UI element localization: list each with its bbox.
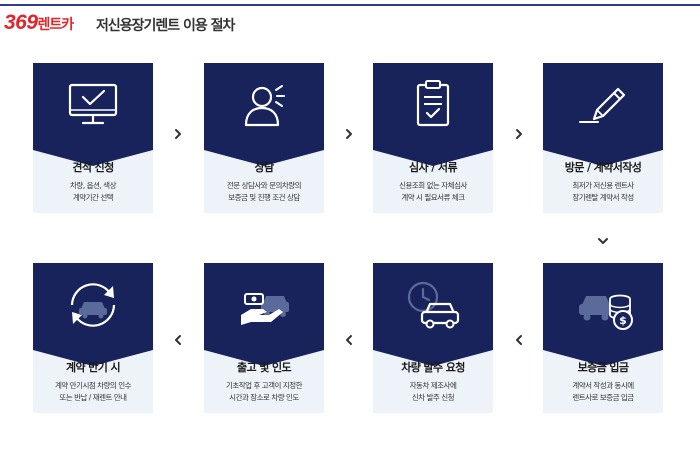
step-card-quote: 견적 신청 차량, 옵션, 색상 계약기간 선택 bbox=[33, 63, 153, 213]
step-title: 보증금 입금 bbox=[577, 361, 629, 374]
step-description: 신용조회 없는 자체심사 계약 시 필요서류 체크 bbox=[399, 181, 467, 202]
card-header bbox=[204, 263, 324, 350]
chevron-right-icon bbox=[342, 127, 356, 141]
step-description: 계약 만기시점 차량의 인수 또는 반납 / 재렌트 안내 bbox=[54, 381, 132, 402]
step-card-order: 차량 발주 요청 자동차 제조사에 신차 발주 신청 bbox=[373, 263, 493, 413]
step-title: 출고 및 인도 bbox=[236, 361, 292, 374]
step-card-consult: 상담 전문 상담사와 문의차량의 보증금 및 진행 조건 상담 bbox=[204, 63, 324, 213]
step-card-expiry: 계약 만기 시 계약 만기시점 차량의 인수 또는 반납 / 재렌트 안내 bbox=[33, 263, 153, 413]
hand-car-icon bbox=[241, 293, 289, 325]
brand-number: 369 bbox=[4, 11, 38, 34]
chevron-down-icon bbox=[596, 234, 610, 248]
card-header bbox=[543, 63, 663, 150]
step-description: 자동차 제조사에 신차 발주 신청 bbox=[409, 381, 457, 402]
brand-logo: 369렌트카 bbox=[4, 11, 75, 35]
clock-car-icon bbox=[407, 281, 460, 329]
card-header: $ bbox=[543, 263, 663, 350]
page-title: 저신용장기렌트 이용 절차 bbox=[96, 18, 235, 34]
step-description: 전문 상담사와 문의차량의 보증금 및 진행 조건 상담 bbox=[226, 181, 302, 202]
chevron-left-icon bbox=[512, 333, 526, 347]
step-card-review: 심사 / 서류 신용조회 없는 자체심사 계약 시 필요서류 체크 bbox=[373, 63, 493, 213]
chevron-left-icon bbox=[342, 333, 356, 347]
step-title: 계약 만기 시 bbox=[65, 361, 121, 374]
card-header bbox=[204, 63, 324, 150]
card-header bbox=[33, 263, 153, 350]
card-header bbox=[373, 63, 493, 150]
car-coins-icon: $ bbox=[579, 294, 633, 330]
card-header bbox=[33, 63, 153, 150]
pen-icon bbox=[579, 87, 626, 123]
consultant-icon bbox=[244, 85, 285, 127]
brand-name: 렌트카 bbox=[37, 17, 75, 33]
chevron-left-icon bbox=[171, 333, 185, 347]
step-card-visit: 방문 / 계약서작성 최저가 저신용 렌트사 장기렌탈 계약서 작성 bbox=[543, 63, 663, 213]
step-description: 차량, 옵션, 색상 계약기간 선택 bbox=[70, 181, 116, 202]
step-description: 계약서 작성과 동시에 렌트사로 보증금 입금 bbox=[572, 381, 634, 402]
step-title: 심사 / 서류 bbox=[409, 161, 458, 174]
step-description: 기초작업 후 고객이 지정한 시간과 장소로 차량 인도 bbox=[225, 381, 303, 402]
svg-text:$: $ bbox=[619, 314, 627, 327]
clipboard-check-icon bbox=[416, 80, 450, 127]
header: 369렌트카 저신용장기렌트 이용 절차 bbox=[0, 0, 700, 40]
step-title: 견적 신청 bbox=[72, 161, 114, 174]
step-title: 방문 / 계약서작성 bbox=[564, 161, 642, 174]
chevron-right-icon bbox=[171, 127, 185, 141]
step-card-delivery: 출고 및 인도 기초작업 후 고객이 지정한 시간과 장소로 차량 인도 bbox=[204, 263, 324, 413]
card-header bbox=[373, 263, 493, 350]
header-line bbox=[0, 4, 700, 6]
car-cycle-icon bbox=[70, 283, 116, 327]
monitor-check-icon bbox=[68, 83, 118, 125]
step-card-deposit: $ 보증금 입금 계약서 작성과 동시에 렌트사로 보증금 입금 bbox=[543, 263, 663, 413]
chevron-right-icon bbox=[512, 127, 526, 141]
step-title: 상담 bbox=[254, 161, 274, 174]
step-title: 차량 발주 요청 bbox=[401, 361, 465, 374]
step-description: 최저가 저신용 렌트사 장기렌탈 계약서 작성 bbox=[572, 181, 634, 202]
